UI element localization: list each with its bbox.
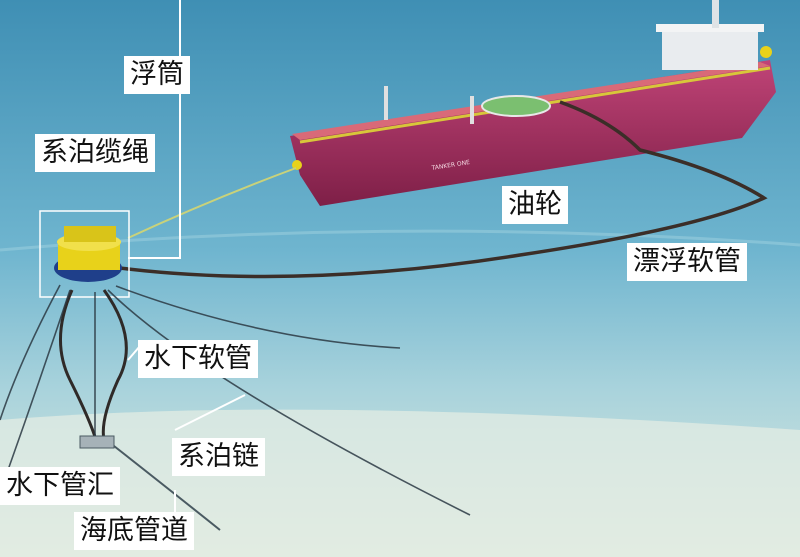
label-mooring-hawser: 系泊缆绳 <box>35 134 155 172</box>
mooring-chain-3 <box>107 289 471 516</box>
mooring-chain-4 <box>115 285 401 349</box>
mooring-chain-2 <box>7 289 71 471</box>
mooring-chain-1 <box>0 284 61 421</box>
subsea-pipeline-line <box>113 445 221 531</box>
tanker-hull <box>290 60 776 206</box>
label-subsea-pipeline: 海底管道 <box>74 512 194 550</box>
stern-buoy <box>760 46 772 58</box>
label-tanker: 油轮 <box>502 186 568 224</box>
leader-mooring-chain <box>174 394 246 431</box>
mooring-chains <box>0 284 471 516</box>
bow-mast <box>384 86 388 120</box>
label-underwater-hose: 水下软管 <box>138 340 258 378</box>
floating-hose-line <box>119 100 768 279</box>
underwater-hose-a <box>59 289 98 441</box>
mid-mast <box>470 96 474 124</box>
underwater-hose-b <box>101 289 128 441</box>
helideck <box>481 95 551 117</box>
label-mooring-chain: 系泊链 <box>172 438 265 476</box>
label-plem: 水下管汇 <box>0 467 120 505</box>
tanker-bridge-wing <box>656 24 764 32</box>
label-floating-hose: 漂浮软管 <box>627 243 747 281</box>
buoy-highlight-box <box>39 210 130 298</box>
tanker-ship <box>290 0 776 206</box>
calm-buoy <box>54 226 122 282</box>
tanker-mast <box>712 0 719 28</box>
plem-structure <box>79 435 115 449</box>
buoy-turntable <box>64 226 116 242</box>
label-buoy: 浮筒 <box>124 56 190 94</box>
tanker-superstructure <box>662 26 758 70</box>
mooring-hawser-line <box>127 167 297 239</box>
